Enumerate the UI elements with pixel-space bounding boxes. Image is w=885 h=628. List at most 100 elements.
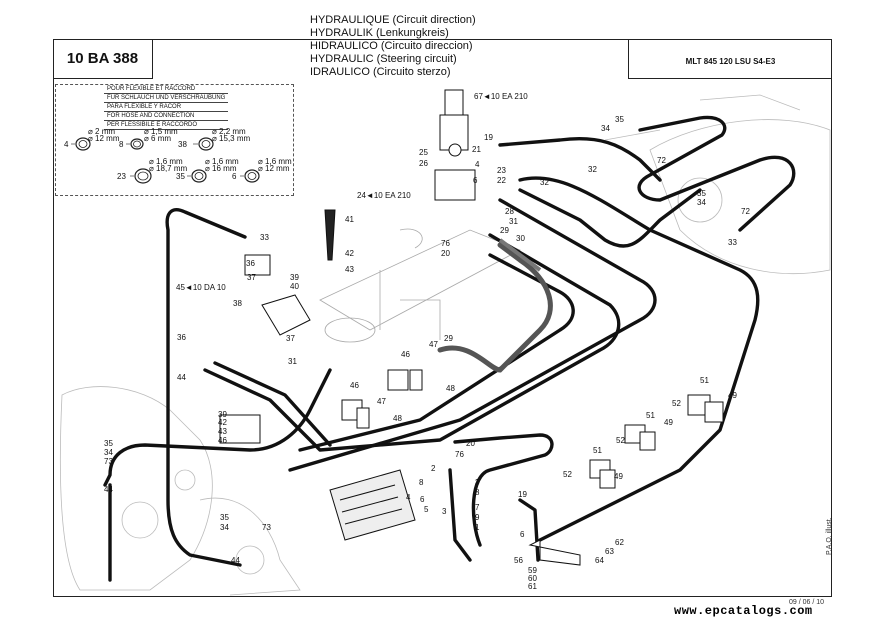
part-label-35b: 35: [220, 513, 229, 522]
part-label-32b: 32: [588, 165, 597, 174]
title-es: HIDRAULICO (Circuito direccion): [310, 40, 473, 52]
hose-mid-long-2: [213, 361, 332, 447]
part-label-4b: 4: [406, 493, 411, 502]
website-watermark[interactable]: www.epcatalogs.com: [674, 604, 813, 618]
part-label-9: 9: [475, 513, 480, 522]
part-label-20: 20: [441, 249, 450, 258]
part-label-36: 36: [246, 259, 255, 268]
part-label-52b: 52: [616, 436, 625, 445]
part-label-8b: 8: [475, 488, 480, 497]
seal-38-d1: ⌀ 2,2 mm: [212, 127, 246, 136]
part-label-62: 62: [615, 538, 624, 547]
seal-6-d2: ⌀ 12 mm: [258, 164, 290, 173]
part-label-28: 28: [505, 207, 514, 216]
part-label-31: 31: [509, 217, 518, 226]
seal-ring-8: 8 ⌀ 1,5 mm ⌀ 6 mm: [119, 127, 178, 150]
hose-right-big-loop: [637, 115, 796, 232]
distributor-block: [329, 469, 416, 541]
part-label-63: 63: [605, 547, 614, 556]
part-label-37b: 37: [286, 334, 295, 343]
part-label-19b: 19: [518, 490, 527, 499]
connector-blocks: [219, 369, 724, 489]
hose-mid-long-1: [203, 233, 621, 452]
part-label-51c: 51: [700, 376, 709, 385]
legend-line-de: FUR SCHLAUCH UND VERSCHRAUBUNG: [104, 94, 229, 103]
seal-legend-box: [55, 84, 294, 196]
chassis-outline: [319, 228, 521, 343]
seal-23-num: 23: [117, 172, 126, 181]
seal-ring-4: 4 ⌀ 2 mm ⌀ 12 mm: [64, 127, 120, 151]
legend-line-it: PER FLESSIBILE E RACCORDO: [104, 121, 229, 130]
part-label-34c: 34: [601, 124, 610, 133]
grey-hose-30: [498, 238, 542, 272]
ref-24-label: 24◄10 EA 210: [357, 191, 411, 200]
part-label-49c: 49: [728, 391, 737, 400]
part-label-48b: 48: [393, 414, 402, 423]
axle-outline-rear: [604, 94, 831, 275]
part-label-34: 34: [104, 448, 113, 457]
part-label-22: 22: [497, 176, 506, 185]
part-label-21: 21: [472, 145, 481, 154]
seal-8-num: 8: [119, 140, 124, 149]
seal-35-d2: ⌀ 16 mm: [205, 164, 237, 173]
ref-67-label: 67◄10 EA 210: [474, 92, 528, 101]
part-label-20b: 20: [466, 439, 475, 448]
part-label-32: 32: [540, 178, 549, 187]
part-label-42b: 42: [218, 418, 227, 427]
part-label-44b: 44: [104, 485, 113, 494]
seal-ring-23: 23 ⌀ 1,6 mm ⌀ 18,7 mm: [117, 157, 187, 184]
part-label-51b: 51: [646, 411, 655, 420]
diagram-reference: 10 BA 388: [53, 39, 153, 79]
part-label-23: 23: [497, 166, 506, 175]
hose-bottom-mid-3: [448, 468, 472, 562]
seal-4-num: 4: [64, 140, 69, 149]
part-label-5: 5: [424, 505, 429, 514]
legend-line-es: PARA FLEXIBLE Y RACOR: [104, 103, 229, 112]
part-label-25: 25: [419, 148, 428, 157]
seal-6-num: 6: [232, 172, 237, 181]
ref-45-label: 45◄10 DA 10: [176, 283, 226, 292]
part-label-43: 43: [345, 265, 354, 274]
part-label-76b: 76: [455, 450, 464, 459]
part-label-33: 33: [260, 233, 269, 242]
part-label-39b: 39: [218, 410, 227, 419]
part-label-19: 19: [484, 133, 493, 142]
hose-right-long: [518, 176, 760, 542]
part-label-72: 72: [657, 156, 666, 165]
legend-line-fr: POUR FLEXIBLE ET RACCORD: [104, 85, 229, 94]
seal-4-d2: ⌀ 12 mm: [88, 134, 120, 143]
part-label-7: 7: [475, 503, 480, 512]
part-label-73b: 73: [262, 523, 271, 532]
title-block: HYDRAULIQUE (Circuit direction) HYDRAULI…: [310, 14, 476, 79]
seal-8-d2: ⌀ 6 mm: [144, 134, 171, 143]
title-de: HYDRAULIK (Lenkungkreis): [310, 27, 449, 39]
part-label-34d: 34: [697, 198, 706, 207]
part-label-3: 3: [442, 507, 447, 516]
part-label-43b: 43: [218, 427, 227, 436]
seal-35-num: 35: [176, 172, 185, 181]
part-label-52: 52: [563, 470, 572, 479]
part-label-4: 4: [475, 160, 480, 169]
hose-left-loop: [165, 208, 247, 567]
part-label-35d: 35: [697, 189, 706, 198]
part-label-72b: 72: [741, 207, 750, 216]
hose-top-right-2: [518, 188, 702, 248]
part-label-64: 64: [595, 556, 604, 565]
hose-top-right-1: [498, 137, 662, 182]
part-label-8: 8: [419, 478, 424, 487]
part-label-31b: 31: [288, 357, 297, 366]
part-label-46c: 46: [218, 436, 227, 445]
hose-bottom-mid-1: [453, 433, 554, 547]
part-label-35: 35: [104, 439, 113, 448]
drawing-frame: [53, 39, 832, 597]
part-label-39: 39: [290, 273, 299, 282]
part-label-37: 37: [247, 273, 256, 282]
accumulator-41: [324, 209, 336, 261]
part-label-49: 49: [614, 472, 623, 481]
valve-block-left: [244, 254, 311, 336]
part-labels: 67◄10 EA 210 24◄10 EA 210 45◄10 DA 10 25…: [104, 92, 750, 591]
seal-8-d1: ⌀ 1,5 mm: [144, 127, 178, 136]
seal-ring-38: 38 ⌀ 2,2 mm ⌀ 15,3 mm: [178, 127, 250, 151]
part-label-30: 30: [516, 234, 525, 243]
